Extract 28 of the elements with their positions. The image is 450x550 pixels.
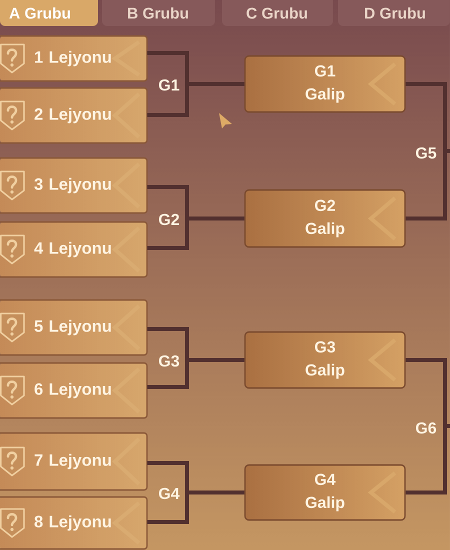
bracket-line: [147, 490, 244, 524]
team-box: 1 Lejyonu: [0, 35, 148, 82]
winner-box: G2 Galip: [244, 189, 406, 248]
team-box: 2 Lejyonu: [0, 87, 148, 144]
team-box: 5 Lejyonu: [0, 299, 148, 356]
team-box: 8 Lejyonu: [0, 496, 148, 550]
bracket-line: [147, 216, 244, 250]
edge-label: G1: [158, 79, 180, 91]
bracket-line: [406, 424, 450, 494]
selected-tab: A Grubu: [0, 0, 98, 26]
winner-box: G4 Galip: [244, 464, 406, 521]
edge-label: G4: [158, 488, 180, 500]
tab: D Grubu: [338, 0, 450, 26]
winner-box: G3 Galip: [244, 331, 406, 389]
tab: B Grubu: [102, 0, 215, 26]
team-box: 3 Lejyonu: [0, 157, 148, 214]
team-box: 4 Lejyonu: [0, 221, 148, 278]
edge-label: G2: [158, 214, 180, 226]
bracket-line: [406, 149, 450, 220]
winner-box: G1 Galip: [244, 55, 406, 113]
bracket-line: [147, 82, 244, 117]
team-box: 6 Lejyonu: [0, 362, 148, 419]
tab: C Grubu: [222, 0, 333, 26]
edge-label: G5: [416, 147, 436, 159]
edge-label: G6: [416, 422, 436, 434]
bracket-line: [147, 358, 244, 389]
edge-label: G3: [158, 355, 180, 367]
team-box: 7 Lejyonu: [0, 432, 148, 491]
